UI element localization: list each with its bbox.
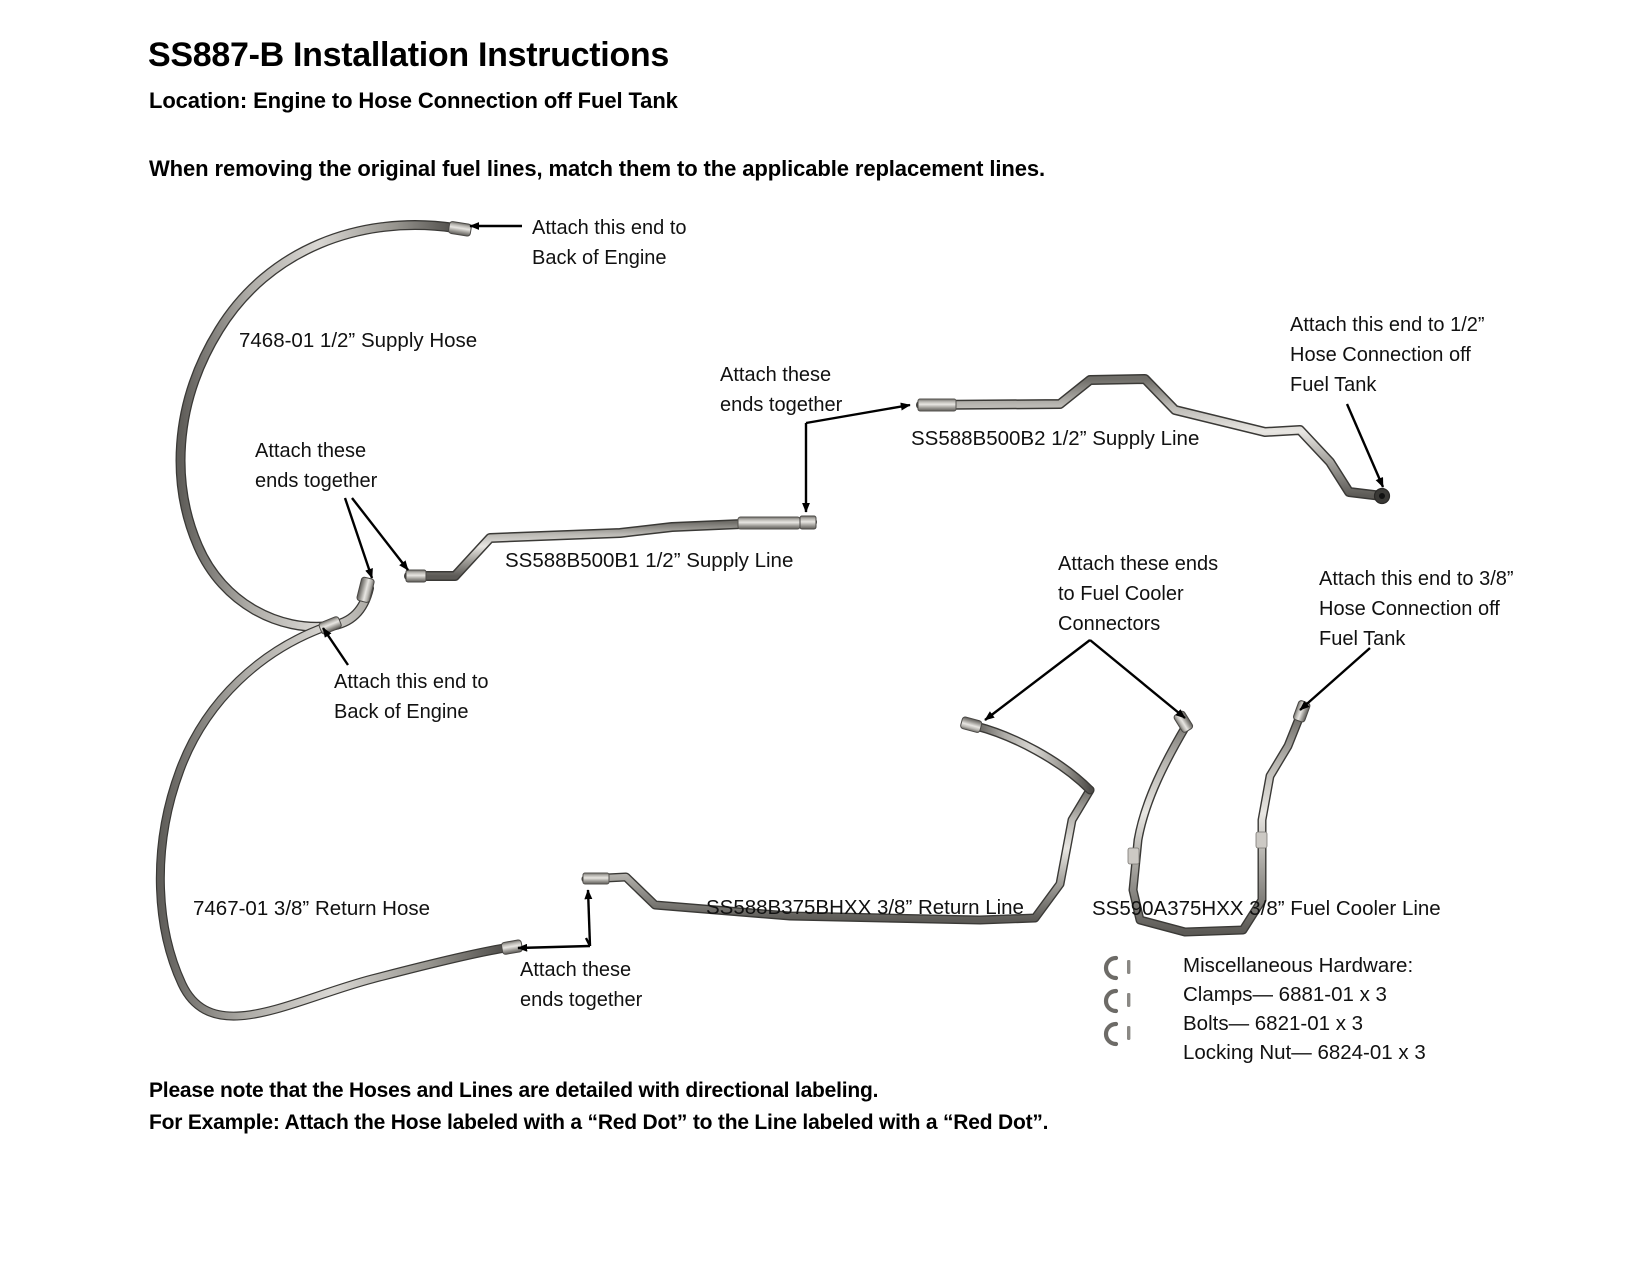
hardware-list: Miscellaneous Hardware: Clamps— 6881-01 … <box>1183 954 1426 1064</box>
annotation-three-eighth-fuel-tank: Attach this end to 3/8” Hose Connection … <box>1319 568 1514 650</box>
annotation-ends-together-mid: Attach these ends together <box>720 364 843 416</box>
clamp-icon <box>1103 1021 1119 1047</box>
supply-hose-graphic <box>175 220 472 632</box>
return-line-graphic <box>581 716 1095 925</box>
annotation-fuel-cooler-connectors: Attach these ends to Fuel Cooler Connect… <box>1058 553 1219 635</box>
bolt-icon <box>1127 960 1131 974</box>
arrow-ends-bottom-stem <box>584 937 592 947</box>
arrow-ends-left-a <box>343 497 374 579</box>
page-instruction: When removing the original fuel lines, m… <box>149 156 1046 181</box>
footer-note-line-2: For Example: Attach the Hose labeled wit… <box>149 1111 1049 1134</box>
arrow-fuel-cooler-right <box>1089 639 1186 719</box>
footer-note-line-1: Please note that the Hoses and Lines are… <box>149 1079 879 1102</box>
hardware-clamp-icons <box>1103 955 1131 1047</box>
annotation-half-inch-fuel-tank: Attach this end to 1/2” Hose Connection … <box>1290 314 1485 396</box>
annotation-engine-bottom: Attach this end to Back of Engine <box>334 671 489 723</box>
annotation-ends-together-bottom: Attach these ends together <box>520 959 643 1011</box>
arrow-ends-bottom-up <box>584 889 593 947</box>
arrow-half-inch-tank <box>1345 403 1385 488</box>
part-label-supply-line-b2: SS588B500B2 1/2” Supply Line <box>911 427 1200 450</box>
part-label-return-line: SS588B375BHXX 3/8” Return Line <box>706 896 1024 919</box>
arrow-ends-bottom-left <box>517 943 591 952</box>
annotation-engine-top: Attach this end to Back of Engine <box>532 217 687 269</box>
arrow-fuel-cooler-left <box>984 639 1091 721</box>
annotation-ends-together-left: Attach these ends together <box>255 440 378 492</box>
page-title: SS887-B Installation Instructions <box>148 36 669 74</box>
part-label-fuel-cooler-line: SS590A375HXX 3/8” Fuel Cooler Line <box>1092 897 1441 920</box>
bolt-icon <box>1127 1026 1131 1040</box>
arrow-ends-left-b <box>351 497 409 571</box>
page-subtitle: Location: Engine to Hose Connection off … <box>149 88 678 113</box>
bolt-icon <box>1127 993 1131 1007</box>
clamp-icon <box>1103 988 1119 1014</box>
arrow-three-eighth-tank <box>1299 647 1371 711</box>
part-label-supply-hose: 7468-01 1/2” Supply Hose <box>239 329 478 352</box>
clamp-icon <box>1103 955 1119 981</box>
leader-arrows <box>322 222 1385 952</box>
part-label-return-hose: 7467-01 3/8” Return Hose <box>193 897 431 920</box>
arrow-engine-bottom <box>322 627 349 666</box>
part-label-supply-line-b1: SS588B500B1 1/2” Supply Line <box>505 549 794 572</box>
